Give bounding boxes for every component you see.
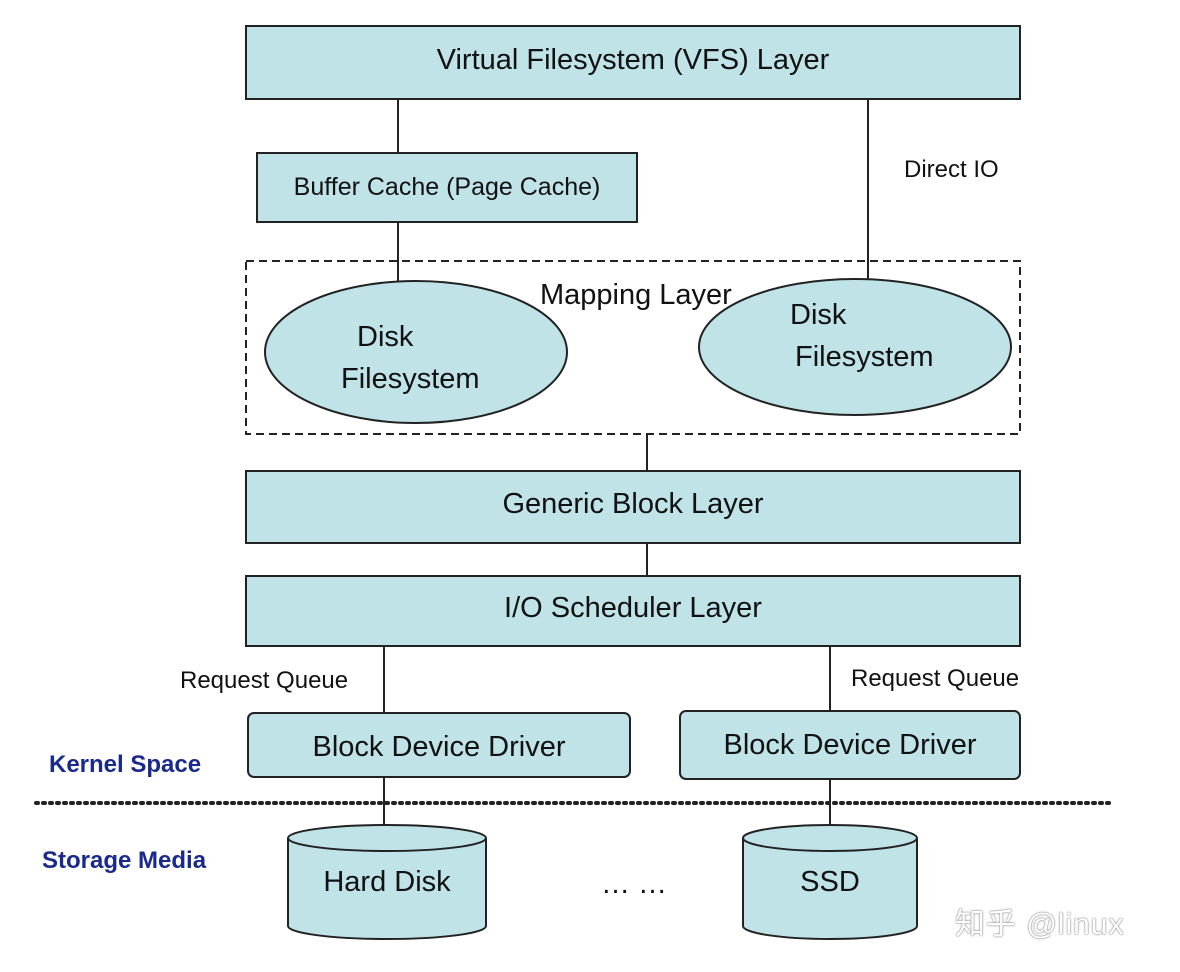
disk-filesystem-right-line2: Filesystem [795,341,934,373]
kernel-space-label: Kernel Space [49,751,202,778]
generic-block-layer-label: Generic Block Layer [502,488,764,520]
disk-filesystem-left-line2: Filesystem [341,363,480,395]
block-device-driver-right-box [679,710,1021,780]
generic-block-layer-box [245,470,1021,544]
mapping-layer-label: Mapping Layer [540,279,732,311]
watermark-label: 知乎 @linux [955,908,1125,941]
block-device-driver-right-label: Block Device Driver [723,729,977,761]
storage-media-label: Storage Media [42,847,207,874]
request-queue-left-label: Request Queue [180,667,349,694]
ssd-label: SSD [800,866,860,898]
block-device-driver-left-label: Block Device Driver [312,731,566,763]
disk-filesystem-right-line1: Disk [790,299,847,331]
io-scheduler-layer-label: I/O Scheduler Layer [504,592,762,624]
io-scheduler-layer-box [245,575,1021,647]
ssd-cylinder [742,824,918,940]
hard-disk-cylinder [287,824,487,940]
disk-filesystem-left [264,280,568,424]
buffer-cache-box [256,152,638,223]
direct-io-label: Direct IO [904,156,999,183]
hard-disk-label: Hard Disk [323,866,451,898]
buffer-cache-label: Buffer Cache (Page Cache) [293,173,601,201]
vfs-layer-box [245,25,1021,100]
block-device-driver-left-box [247,712,631,778]
disk-filesystem-left-line1: Disk [357,321,414,353]
disk-filesystem-right [698,278,1012,416]
request-queue-right-label: Request Queue [851,665,1020,692]
vfs-layer-label: Virtual Filesystem (VFS) Layer [436,44,830,76]
media-ellipsis: … … [601,868,668,900]
mapping-layer-box [245,260,1021,435]
